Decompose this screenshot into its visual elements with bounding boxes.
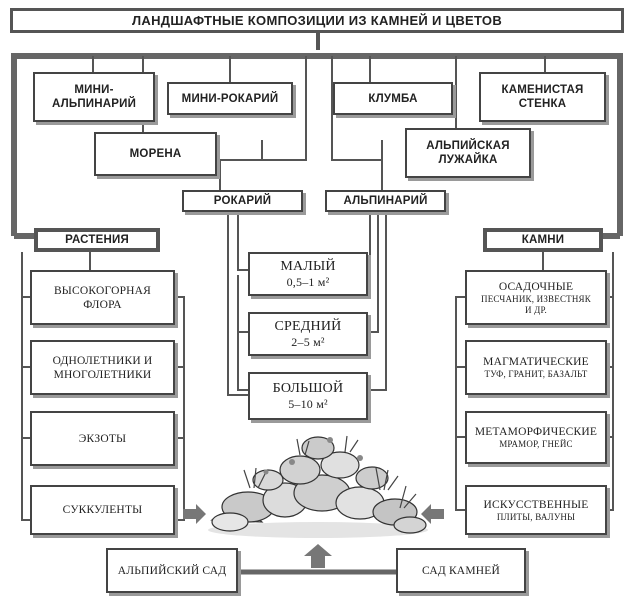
- size-medium-area: 2–5 м²: [291, 335, 325, 349]
- plants-item-succulents: СУККУЛЕНТЫ: [30, 485, 175, 535]
- stones-item-metamorphic-name: МЕТАМОРФИЧЕСКИЕ: [474, 426, 598, 438]
- stone-wall-box: КАМЕНИСТАЯ СТЕНКА: [479, 72, 606, 122]
- arrow-left-icon: [421, 504, 444, 524]
- page-title: ЛАНДШАФТНЫЕ КОМПОЗИЦИИ ИЗ КАМНЕЙ И ЦВЕТО…: [10, 8, 624, 33]
- size-large-area: 5–10 м²: [288, 397, 328, 411]
- stones-item-metamorphic-examples: МРАМОР, ГНЕЙС: [499, 439, 573, 449]
- arrow-right-icon: [183, 504, 206, 524]
- rock-garden-box: САД КАМНЕЙ: [396, 548, 526, 593]
- size-small-box: МАЛЫЙ 0,5–1 м²: [248, 252, 368, 296]
- size-small-area: 0,5–1 м²: [286, 275, 330, 289]
- stones-item-sedimentary-examples: ПЕСЧАНИК, ИЗВЕСТНЯК И ДР.: [481, 293, 591, 315]
- size-large-box: БОЛЬШОЙ 5–10 м²: [248, 372, 368, 420]
- plants-item-annuals-perennials: ОДНОЛЕТНИКИ И МНОГОЛЕТНИКИ: [30, 340, 175, 395]
- moraine-box: МОРЕНА: [94, 132, 217, 176]
- plants-item-exotics: ЭКЗОТЫ: [30, 411, 175, 466]
- mini-rockery-box: МИНИ-РОКАРИЙ: [167, 82, 293, 115]
- rockery-box: РОКАРИЙ: [182, 190, 303, 212]
- mini-alpinary-box: МИНИ- АЛЬПИНАРИЙ: [33, 72, 155, 122]
- alpine-garden-box: АЛЬПИЙСКИЙ САД: [106, 548, 238, 593]
- stones-item-artificial-name: ИСКУССТВЕННЫЕ: [483, 498, 589, 511]
- size-large-name: БОЛЬШОЙ: [272, 381, 344, 396]
- plants-header: РАСТЕНИЯ: [34, 228, 160, 252]
- stones-item-sedimentary: ОСАДОЧНЫЕ ПЕСЧАНИК, ИЗВЕСТНЯК И ДР.: [465, 270, 607, 325]
- arrow-up-icon: [304, 544, 332, 568]
- stones-header: КАМНИ: [483, 228, 603, 252]
- size-small-name: МАЛЫЙ: [280, 259, 336, 274]
- stones-item-igneous-name: МАГМАТИЧЕСКИЕ: [483, 356, 589, 368]
- flowerbed-box: КЛУМБА: [333, 82, 453, 115]
- stones-item-igneous: МАГМАТИЧЕСКИЕ ТУФ, ГРАНИТ, БАЗАЛЬТ: [465, 340, 607, 395]
- stones-item-artificial: ИСКУССТВЕННЫЕ ПЛИТЫ, ВАЛУНЫ: [465, 485, 607, 535]
- size-medium-name: СРЕДНИЙ: [274, 319, 342, 334]
- stones-item-sedimentary-name: ОСАДОЧНЫЕ: [498, 280, 574, 293]
- plants-item-alpine-flora: ВЫСОКОГОРНАЯ ФЛОРА: [30, 270, 175, 325]
- rock-garden-illustration: [208, 435, 428, 538]
- stones-item-metamorphic: МЕТАМОРФИЧЕСКИЕ МРАМОР, ГНЕЙС: [465, 411, 607, 464]
- size-medium-box: СРЕДНИЙ 2–5 м²: [248, 312, 368, 356]
- stones-item-igneous-examples: ТУФ, ГРАНИТ, БАЗАЛЬТ: [484, 369, 588, 379]
- alpine-lawn-box: АЛЬПИЙСКАЯ ЛУЖАЙКА: [405, 128, 531, 178]
- stones-item-artificial-examples: ПЛИТЫ, ВАЛУНЫ: [496, 511, 576, 522]
- alpinary-box: АЛЬПИНАРИЙ: [325, 190, 446, 212]
